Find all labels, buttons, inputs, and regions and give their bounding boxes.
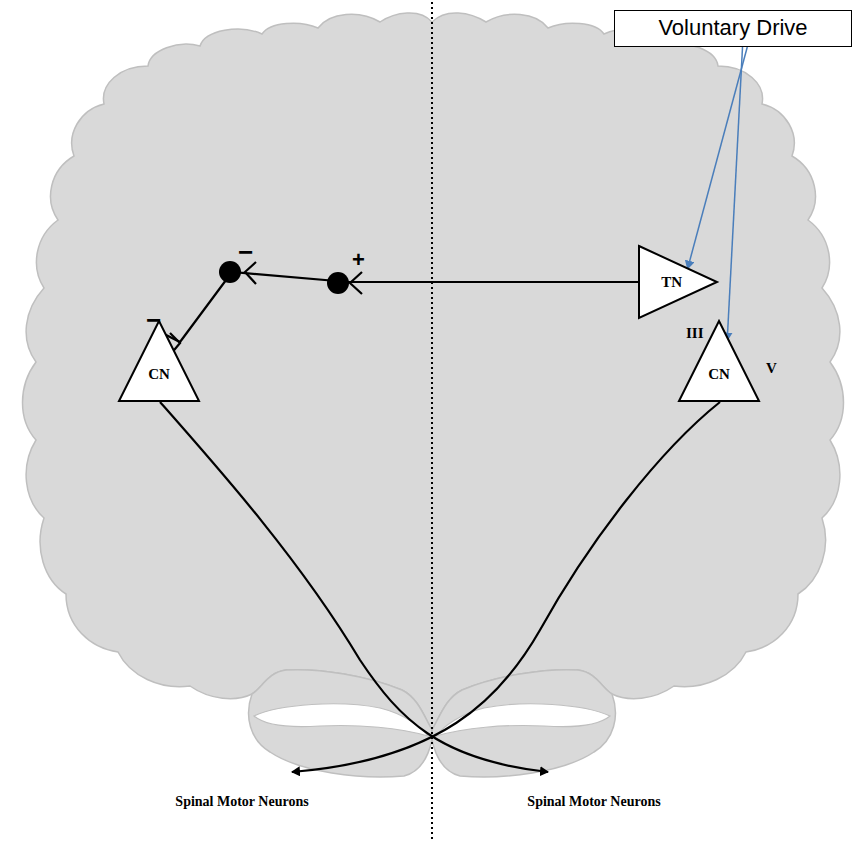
neuron-label: CN <box>148 366 170 383</box>
neuron-label: CN <box>708 366 730 383</box>
neuron-triangle: CNV <box>678 320 760 402</box>
target-label: Spinal Motor Neurons <box>527 794 660 809</box>
left-notch <box>254 704 428 736</box>
triangle-outline <box>679 321 759 401</box>
layer-label: III <box>686 325 704 342</box>
neuron-label: TN <box>661 274 682 291</box>
layer-label: V <box>766 360 777 377</box>
axon-connector <box>156 272 638 342</box>
synapse-sign: − <box>146 306 161 335</box>
node-label: Voluntary Drive <box>658 16 807 40</box>
input-box: Voluntary Drive <box>614 10 852 47</box>
drive-arrow <box>688 47 748 269</box>
drive-arrow <box>727 47 742 341</box>
left-corticospinal-tract <box>160 402 548 772</box>
midline <box>431 2 433 842</box>
right-corticospinal-tract <box>292 402 720 772</box>
target-label: Spinal Motor Neurons <box>175 794 308 809</box>
interneuron <box>327 272 349 294</box>
synapse-sign: − <box>238 238 253 267</box>
neuron-triangle: TNIII <box>638 245 718 319</box>
left-lower-lobe <box>249 670 432 777</box>
triangle-outline <box>678 320 760 402</box>
synapse-sign: + <box>352 248 365 272</box>
right-lower-lobe <box>432 670 615 777</box>
triangle-outline <box>639 246 717 318</box>
